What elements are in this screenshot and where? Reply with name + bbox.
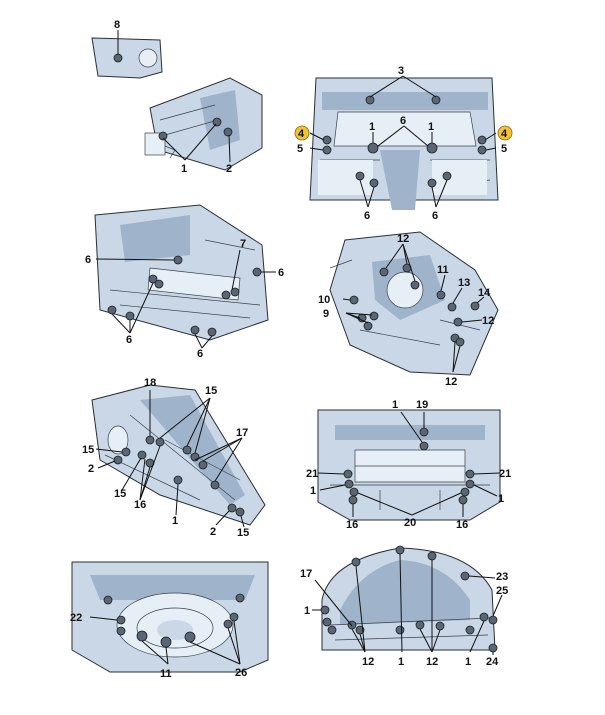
callout-25: 25 xyxy=(496,585,508,597)
callout-17: 17 xyxy=(300,568,312,580)
panel-rear-crossmember xyxy=(309,77,499,210)
highlight-badge-left xyxy=(294,125,310,141)
callout-21-left: 21 xyxy=(306,468,318,480)
panel-spare-wheel-well xyxy=(71,561,269,673)
panel-rear-end xyxy=(317,409,501,521)
callout-17: 17 xyxy=(236,427,248,439)
leaders-panel-4 xyxy=(342,243,485,373)
panel-wheel-arch xyxy=(320,545,498,653)
callout-22: 22 xyxy=(70,612,82,624)
callout-23: 23 xyxy=(496,571,508,583)
callout-21-right: 21 xyxy=(499,468,511,480)
panel-front-bulkhead xyxy=(91,37,263,171)
callout-16: 16 xyxy=(134,499,146,511)
callout-8: 8 xyxy=(114,19,120,31)
callout-13: 13 xyxy=(458,277,470,289)
callout-24: 24 xyxy=(486,656,499,668)
callout-16-left: 16 xyxy=(346,519,358,531)
callout-1-top: 1 xyxy=(392,399,398,411)
panel-side-member xyxy=(329,231,499,376)
callout-11: 11 xyxy=(437,264,449,276)
callout-15-mid: 15 xyxy=(114,488,126,500)
callout-12-right: 12 xyxy=(426,656,438,668)
callout-12-top: 12 xyxy=(397,233,409,245)
callout-14: 14 xyxy=(478,287,491,299)
highlight-badge-right xyxy=(497,125,513,141)
callout-6-left: 6 xyxy=(364,210,370,222)
callout-5-right: 5 xyxy=(501,143,507,155)
panel-sill-member xyxy=(91,384,266,526)
callout-20: 20 xyxy=(404,517,416,529)
callout-6-d: 6 xyxy=(197,348,203,360)
callout-4-left: 4 xyxy=(298,128,305,140)
callout-5-left: 5 xyxy=(297,143,303,155)
leaders-panel-6 xyxy=(317,411,501,517)
callout-12-bottom: 12 xyxy=(445,376,457,388)
callout-1-mid: 1 xyxy=(398,656,404,668)
callout-1-left: 1 xyxy=(310,485,316,497)
callout-6-b: 6 xyxy=(278,267,284,279)
callout-4-right: 4 xyxy=(501,128,508,140)
callout-16-right: 16 xyxy=(456,519,468,531)
callout-1: 1 xyxy=(172,515,178,527)
callout-11: 11 xyxy=(160,668,172,680)
leaders-panel-2 xyxy=(309,75,497,208)
callout-1-left: 1 xyxy=(304,605,310,617)
callout-26: 26 xyxy=(235,667,247,679)
callout-2-bottom: 2 xyxy=(210,526,216,538)
panel-rear-floor xyxy=(94,204,269,341)
callout-2-left: 2 xyxy=(88,463,94,475)
callout-1-right: 1 xyxy=(428,121,434,133)
callout-15-bottom: 15 xyxy=(237,527,249,539)
callout-12-right: 12 xyxy=(482,315,494,327)
callout-2: 2 xyxy=(226,163,232,175)
callout-6-top: 6 xyxy=(400,115,406,127)
leaders-panel-7 xyxy=(89,616,241,665)
callout-1-right: 1 xyxy=(465,656,471,668)
leaders-panel-5 xyxy=(95,390,245,528)
leaders-panel-1 xyxy=(117,30,231,163)
callout-1-left: 1 xyxy=(369,121,375,133)
leaders-panel-8 xyxy=(312,553,503,655)
callout-1-right: 1 xyxy=(498,493,504,505)
callout-9: 9 xyxy=(323,308,329,320)
callout-6-right: 6 xyxy=(432,210,438,222)
callout-7: 7 xyxy=(240,238,246,250)
callout-12-left: 12 xyxy=(362,656,374,668)
callout-10: 10 xyxy=(318,294,330,306)
callout-3: 3 xyxy=(398,65,404,77)
callout-6-a: 6 xyxy=(85,254,91,266)
callout-18: 18 xyxy=(144,377,156,389)
callout-15-top: 15 xyxy=(205,385,217,397)
callout-1: 1 xyxy=(181,163,187,175)
callout-6-c: 6 xyxy=(126,334,132,346)
callout-15-left: 15 xyxy=(82,444,94,456)
leaders-panel-3 xyxy=(95,249,276,349)
callout-19: 19 xyxy=(416,399,428,411)
